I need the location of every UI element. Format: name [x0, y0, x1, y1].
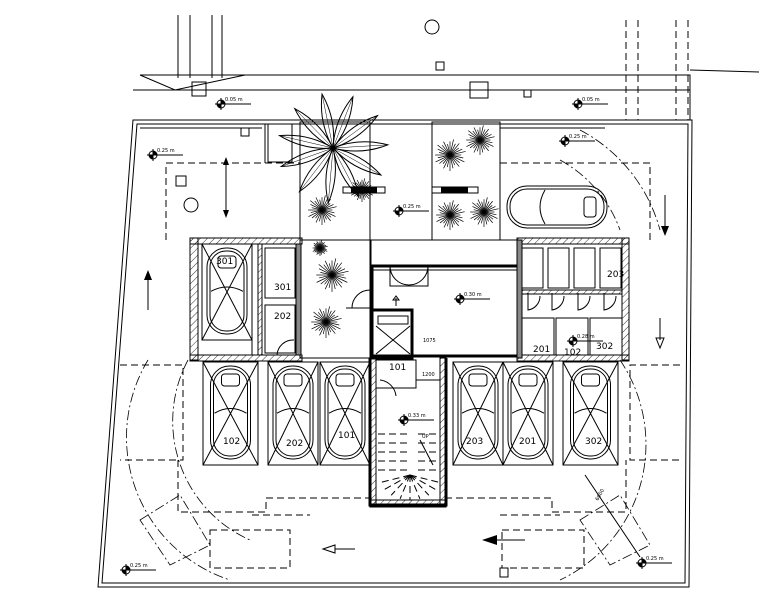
shrub-icon [470, 197, 499, 227]
level-value: 0.25 m [157, 148, 175, 154]
car-icon [210, 365, 251, 460]
level-value: 0.05 m [582, 97, 600, 103]
shrub-icon [435, 139, 466, 171]
car-icon [506, 185, 608, 229]
shrub-icon [308, 195, 337, 225]
shrub-icon [316, 258, 349, 292]
car-icon [206, 247, 248, 335]
level-marker: 0.33 m [398, 413, 434, 426]
parking-label-101: 101 [338, 431, 355, 441]
level-value: 0.25 m [646, 556, 664, 562]
plot-boundary [97, 74, 693, 588]
parking-bay [562, 361, 619, 466]
driveway-outline [120, 129, 680, 581]
parking-label-302: 302 [585, 437, 602, 447]
parking-label-102: 102 [223, 437, 240, 447]
right-block [516, 237, 630, 362]
car-icon [570, 365, 611, 460]
level-value: 0.25 m [403, 204, 421, 210]
palm-tree-icon [277, 92, 390, 205]
parking-label-301: 301 [216, 257, 233, 267]
car-icon [324, 365, 366, 460]
level-value: 0.30 m [464, 292, 482, 298]
level-value: 0.25 m [569, 134, 587, 140]
storage-label-202: 202 [274, 312, 291, 322]
level-marker: 0.30 m [454, 292, 490, 305]
parking-bay [502, 361, 554, 466]
level-marker: 0.25 m [147, 148, 183, 161]
shrub-icon [350, 178, 374, 202]
shrub-icon [436, 200, 465, 230]
level-markers: 0.05 m 0.05 m 0.25 m 0.25 m 0.25 m 0.30 m 0.28… [120, 97, 672, 576]
parking-label-203: 203 [466, 437, 483, 447]
level-marker: 0.25 m [636, 556, 672, 569]
storage-label-201: 201 [533, 345, 550, 355]
parking-label-202: 202 [286, 439, 303, 449]
storage-label-301: 301 [274, 283, 291, 293]
parking-bay [201, 243, 253, 341]
level-value: 0.25 m [130, 563, 148, 569]
parking-bay [319, 361, 371, 466]
level-marker: 0.05 m [215, 97, 251, 110]
dimension-lift: 1075 [423, 338, 436, 344]
shrub-icon [312, 240, 328, 256]
level-value: 0.33 m [408, 413, 426, 419]
level-marker: 0.25 m [559, 134, 595, 147]
parking-bay [267, 361, 319, 466]
storage-label-302: 302 [596, 342, 613, 352]
car-icon [507, 365, 549, 460]
storage-label-102: 102 [564, 348, 581, 358]
level-value: 0.28 m [577, 334, 595, 340]
level-value: 0.05 m [225, 97, 243, 103]
plan-labels: 301 102 202 101 203 201 302 301 202 203 … [216, 257, 624, 502]
level-marker: 0.05 m [572, 97, 608, 110]
parking-label-201: 201 [519, 437, 536, 447]
utility-pole [424, 19, 440, 35]
shrub-icon [466, 125, 495, 155]
storage-label-101: 101 [389, 363, 406, 373]
storage-label-203: 203 [607, 270, 624, 280]
parking-bay [452, 361, 504, 466]
stair-up-label: UP [422, 434, 429, 440]
stair-core [368, 357, 448, 508]
street-lines [177, 15, 759, 120]
parking-bay [202, 361, 259, 466]
level-marker: 0.25 m [393, 204, 429, 217]
level-marker: 0.28 m [567, 334, 603, 347]
parking-bays [201, 185, 619, 466]
dimension-turning-radius: 6000 [595, 488, 607, 502]
car-icon [457, 365, 499, 460]
dimension-corridor: 1200 [422, 372, 435, 378]
level-marker: 0.25 m [120, 563, 156, 576]
shrub-icon [311, 306, 342, 338]
car-icon [272, 365, 314, 460]
plants [277, 92, 499, 338]
traffic-arrows [144, 157, 669, 554]
